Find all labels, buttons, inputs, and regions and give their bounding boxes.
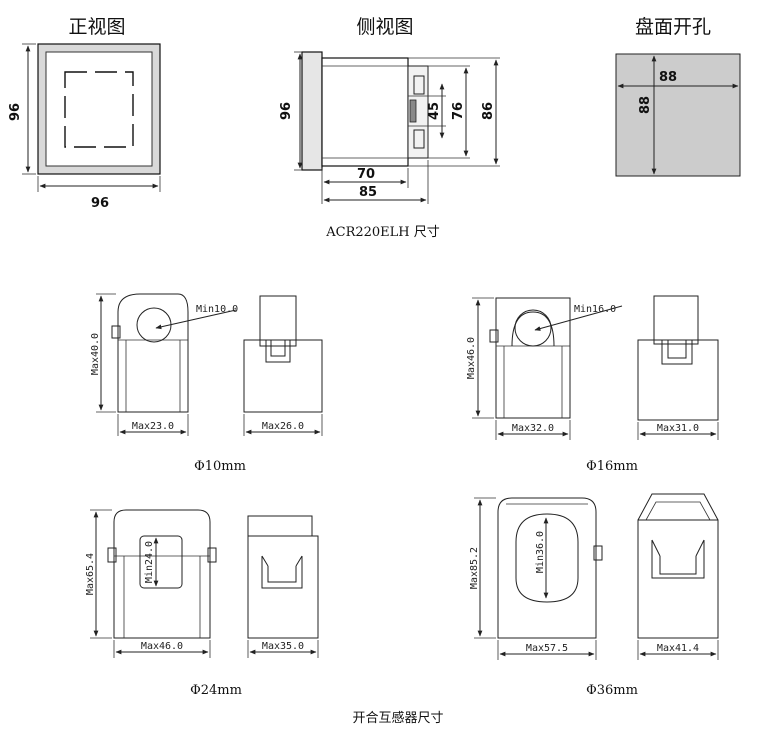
panel-cutout: 盘面开孔 88 88: [615, 16, 741, 177]
ct24-side-body: [247, 535, 319, 639]
cutout-width-label: 88: [659, 70, 677, 85]
ct-36mm: Min36.0 Max85.2 Max57.5 Max41.4: [469, 493, 719, 660]
ct24-min-hole-label: Min24.0: [144, 541, 155, 583]
ct-10mm: Min10.0 Max40.0 Max23.0 Max26.0: [90, 293, 323, 436]
side-view-title: 侧视图: [356, 16, 413, 38]
meter-caption: ACR220ELH 尺寸: [325, 225, 440, 240]
ct10-side-body: [243, 339, 323, 413]
ct16-caption: Φ16mm: [586, 459, 638, 474]
meter-side-view: 侧视图 96 45 76 86 70: [279, 16, 500, 204]
cutout-square: [615, 53, 741, 177]
ct16-side-body: [637, 339, 719, 421]
ct36-max-height-label: Max85.2: [469, 547, 480, 589]
ct10-hole: [136, 307, 172, 343]
ct36-caption: Φ36mm: [586, 683, 638, 698]
ct10-max-height-label: Max40.0: [90, 333, 101, 375]
panel-cutout-title: 盘面开孔: [635, 16, 711, 38]
ct24-front-body: [113, 509, 211, 639]
side-dim-45-label: 45: [427, 102, 442, 120]
front-width-label: 96: [91, 196, 109, 211]
ct16-min-hole-label: Min16.0: [574, 304, 616, 315]
ct24-max-height-label: Max65.4: [85, 553, 96, 595]
ct36-side-body: [637, 519, 719, 639]
ct-16mm: Min16.0 Max46.0 Max32.0 Max31.0: [466, 295, 719, 440]
side-body: [321, 57, 409, 167]
ct36-max-width-label: Max57.5: [526, 643, 568, 654]
ct24-max-depth-label: Max35.0: [262, 641, 304, 652]
meter-front-view: 正视图 96 96: [8, 16, 161, 211]
side-dim-76-label: 76: [451, 102, 466, 120]
ct16-front-body: [495, 297, 571, 419]
ct16-max-width-label: Max32.0: [512, 423, 554, 434]
side-terminal-block: [407, 65, 429, 159]
ct16-hole: [514, 309, 552, 347]
ct24-max-width-label: Max46.0: [141, 641, 183, 652]
ct24-hole: [139, 535, 183, 589]
side-height-label: 96: [279, 102, 294, 120]
ct36-front-body: [497, 497, 597, 639]
cutout-height-label: 88: [638, 96, 653, 114]
ct10-max-depth-label: Max26.0: [262, 421, 304, 432]
ct36-min-hole-label: Min36.0: [535, 531, 546, 573]
ct-24mm: Min24.0 Max65.4 Max46.0 Max35.0: [85, 509, 319, 658]
ct10-min-hole-label: Min10.0: [196, 304, 238, 315]
ct36-hole: [515, 513, 579, 603]
ct16-max-height-label: Max46.0: [466, 337, 477, 379]
side-depth-70-label: 70: [357, 167, 375, 182]
ct24-caption: Φ24mm: [190, 683, 242, 698]
front-height-label: 96: [8, 103, 23, 121]
side-depth-85-label: 85: [359, 185, 377, 200]
ct16-max-depth-label: Max31.0: [657, 423, 699, 434]
front-display-window: [64, 71, 134, 148]
ct36-max-depth-label: Max41.4: [657, 643, 699, 654]
side-dim-86-label: 86: [481, 102, 496, 120]
front-view-title: 正视图: [68, 16, 125, 38]
ct10-front-body: [117, 293, 189, 413]
side-bezel: [301, 51, 323, 171]
ct10-caption: Φ10mm: [194, 459, 246, 474]
front-panel: [45, 51, 153, 167]
transformers-caption: 开合互感器尺寸: [352, 710, 443, 726]
ct10-max-width-label: Max23.0: [132, 421, 174, 432]
